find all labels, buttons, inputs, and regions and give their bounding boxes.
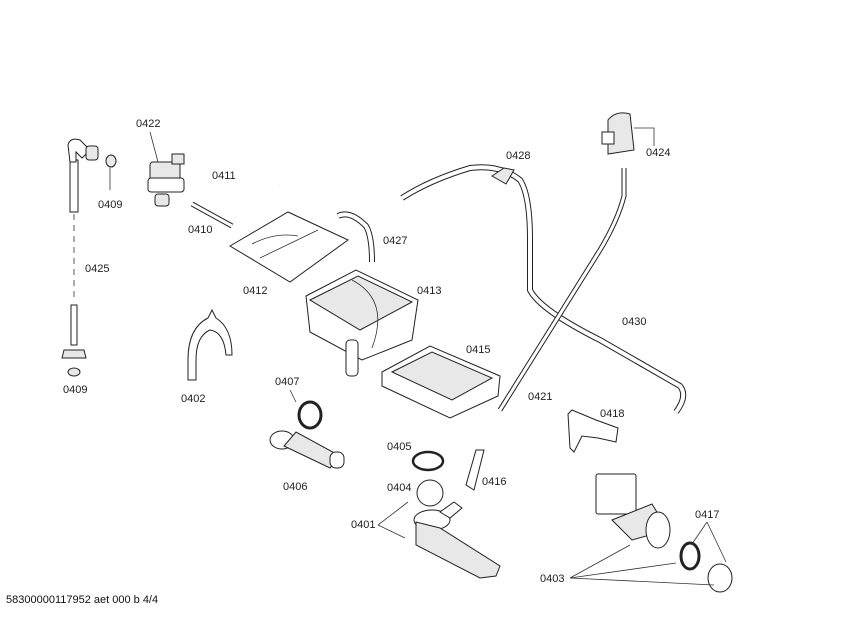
label-0406[interactable]: 0406 [283,481,308,493]
label-0410[interactable]: 0410 [188,224,213,236]
label-0404[interactable]: 0404 [387,482,412,494]
label-0415[interactable]: 0415 [466,344,491,356]
part-0402-yoke[interactable] [187,308,233,381]
part-0422-valve[interactable] [147,131,185,207]
part-0418-bracket[interactable] [567,409,619,453]
part-0421-pressure-hose[interactable] [497,168,627,412]
part-0413-dispenser-housing[interactable] [305,269,419,377]
label-0424[interactable]: 0424 [646,147,671,159]
label-0407[interactable]: 0407 [275,376,300,388]
part-0406-bellows-hose[interactable] [269,430,345,469]
label-0405[interactable]: 0405 [387,441,412,453]
part-0409-washer-top[interactable] [105,154,117,168]
label-0422[interactable]: 0422 [136,118,161,130]
label-0421[interactable]: 0421 [528,391,553,403]
part-0430-long-hose[interactable] [400,164,687,414]
label-0409-bottom[interactable]: 0409 [63,384,88,396]
label-0430[interactable]: 0430 [622,316,647,328]
document-code: 58300000117952 aet 000 b 4/4 [6,594,159,606]
part-0415-dispenser-drawer[interactable] [381,345,501,419]
label-0403[interactable]: 0403 [540,573,565,585]
label-0417[interactable]: 0417 [695,509,720,521]
part-0412-dispenser-cover[interactable] [229,211,349,283]
label-0401[interactable]: 0401 [351,519,376,531]
part-0409-washer-bottom[interactable] [67,367,81,377]
part-0404-ball[interactable] [416,479,444,507]
label-0418[interactable]: 0418 [600,408,625,420]
part-0403-drain-pump[interactable] [569,473,733,593]
part-0417-leader [691,521,727,563]
label-0411[interactable]: 0411 [212,170,236,182]
label-0413[interactable]: 0413 [417,285,442,297]
label-0427[interactable]: 0427 [383,235,408,247]
part-0407-seal-ring[interactable] [297,400,323,430]
part-0424-pressure-switch[interactable] [601,112,655,155]
label-0402[interactable]: 0402 [181,393,206,405]
label-0412[interactable]: 0412 [243,285,268,297]
label-0416[interactable]: 0416 [482,476,507,488]
label-0409-top[interactable]: 0409 [98,199,123,211]
label-0425[interactable]: 0425 [85,263,110,275]
label-0428[interactable]: 0428 [506,150,531,162]
part-0428-clip[interactable] [491,167,515,185]
part-0401-sump-hose[interactable] [377,501,501,579]
part-0405-gasket[interactable] [411,450,445,472]
part-0416-sensor[interactable] [465,449,485,491]
part-0425-hose[interactable] [61,138,99,359]
